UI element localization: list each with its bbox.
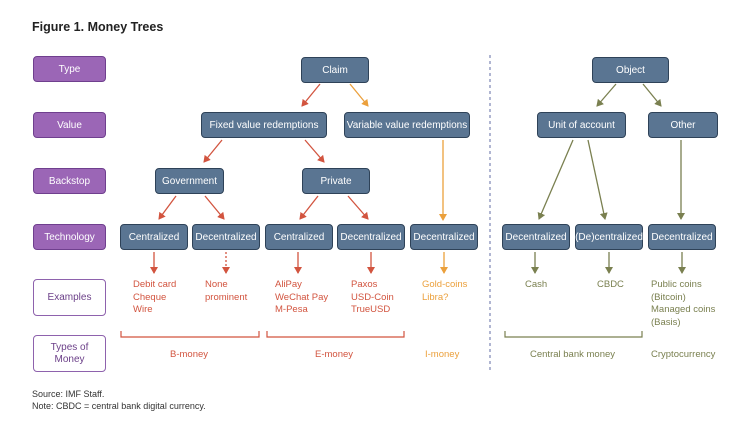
examples-cbdc: CBDC <box>597 279 624 290</box>
arrow-fixed-private <box>304 139 325 163</box>
node-tech-centralized-gov: Centralized <box>120 224 188 250</box>
node-other: Other <box>648 112 718 138</box>
node-fixed-value-redemptions: Fixed value redemptions <box>201 112 327 138</box>
arrow-fixed-government <box>203 139 223 163</box>
examples-gold-coins: Gold-coins Libra? <box>422 279 468 303</box>
node-object: Object <box>592 57 669 83</box>
examples-debit-card: Debit card Cheque Wire <box>133 279 177 315</box>
row-label-types-of-money: Types of Money <box>33 335 106 372</box>
node-tech-decentralized-cbdc: (De)centralized <box>575 224 643 250</box>
node-government: Government <box>155 168 224 194</box>
row-label-value: Value <box>33 112 106 138</box>
footnote-source: Source: IMF Staff. <box>32 389 105 399</box>
row-label-technology: Technology <box>33 224 106 250</box>
footnote-note: Note: CBDC = central bank digital curren… <box>32 401 206 411</box>
node-tech-decentralized-cash: Decentralized <box>502 224 570 250</box>
row-label-type: Type <box>33 56 106 82</box>
node-tech-decentralized-var: Decentralized <box>410 224 478 250</box>
examples-paxos: Paxos USD-Coin TrueUSD <box>351 279 394 315</box>
arrow-unit-cbdc <box>587 139 608 220</box>
arrow-claim-variable <box>349 83 369 107</box>
figure-title: Figure 1. Money Trees <box>32 20 164 34</box>
node-tech-decentralized-priv: Decentralized <box>337 224 405 250</box>
node-variable-value-redemptions: Variable value redemptions <box>344 112 470 138</box>
arrow-gov-decentralized <box>204 195 225 220</box>
node-unit-of-account: Unit of account <box>537 112 626 138</box>
bracket-e-money <box>266 331 405 338</box>
examples-public-coins: Public coins (Bitcoin) Managed coins (Ba… <box>651 279 716 328</box>
arrow-priv-centralized <box>299 195 319 220</box>
node-claim: Claim <box>301 57 369 83</box>
node-tech-decentralized-other: Decentralized <box>648 224 716 250</box>
arrow-unit-cash <box>537 139 574 220</box>
arrow-gov-centralized <box>158 195 177 220</box>
money-type-cryptocurrency: Cryptocurrency <box>651 349 716 360</box>
node-private: Private <box>302 168 370 194</box>
money-type-e-money: E-money <box>315 349 354 360</box>
money-type-i-money: I-money <box>425 349 460 360</box>
bracket-b-money <box>120 331 260 338</box>
examples-none-prominent: None prominent <box>205 279 248 303</box>
arrow-object-other <box>642 83 662 107</box>
arrow-priv-decentralized <box>347 195 369 220</box>
examples-alipay: AliPay WeChat Pay M-Pesa <box>275 279 329 315</box>
node-tech-centralized-priv: Centralized <box>265 224 333 250</box>
row-label-backstop: Backstop <box>33 168 106 194</box>
node-tech-decentralized-gov: Decentralized <box>192 224 260 250</box>
money-type-central-bank: Central bank money <box>530 349 616 360</box>
money-type-b-money: B-money <box>170 349 209 360</box>
examples-cash: Cash <box>525 279 548 290</box>
row-label-examples: Examples <box>33 279 106 316</box>
bracket-central-bank <box>504 331 643 338</box>
arrow-object-unit <box>596 83 617 107</box>
arrow-claim-fixed <box>301 83 321 107</box>
